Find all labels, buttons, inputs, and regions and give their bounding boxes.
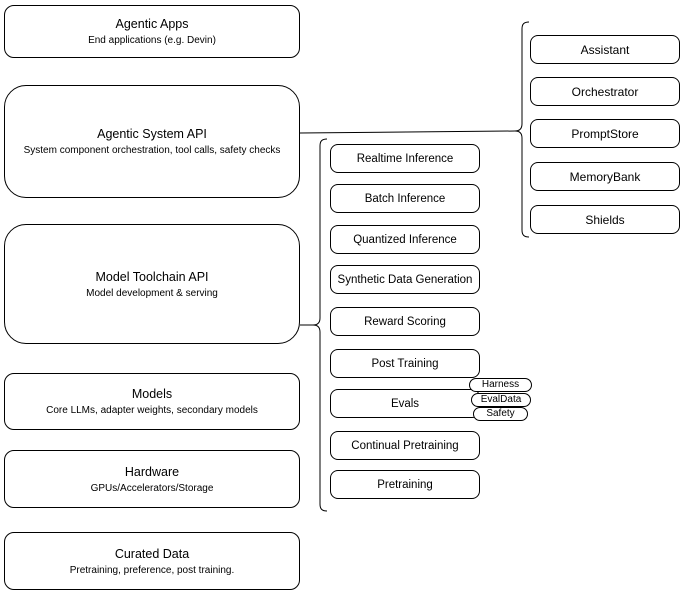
toolchain-group-brace xyxy=(312,138,328,512)
box-agentic-apps-title: Agentic Apps xyxy=(115,17,189,31)
box-model-toolchain-api: Model Toolchain API Model development & … xyxy=(4,224,300,344)
box-model-toolchain-api-title: Model Toolchain API xyxy=(95,269,209,284)
system-group-brace xyxy=(514,21,530,238)
box-continual-pretraining: Continual Pretraining xyxy=(330,431,480,460)
pill-evaldata: EvalData xyxy=(471,393,531,407)
box-memorybank: MemoryBank xyxy=(530,162,680,191)
box-curated-data-title: Curated Data xyxy=(114,546,190,561)
box-assistant-label: Assistant xyxy=(580,42,630,57)
box-evals: Evals xyxy=(330,389,480,418)
box-post-training-label: Post Training xyxy=(371,357,439,370)
box-post-training: Post Training xyxy=(330,349,480,378)
box-batch-inference: Batch Inference xyxy=(330,184,480,213)
box-agentic-apps-subtitle: End applications (e.g. Devin) xyxy=(88,35,216,46)
box-shields: Shields xyxy=(530,205,680,234)
box-quantized-inference-label: Quantized Inference xyxy=(353,233,457,246)
box-batch-inference-label: Batch Inference xyxy=(364,192,446,205)
box-quantized-inference: Quantized Inference xyxy=(330,225,480,254)
box-promptstore-label: PromptStore xyxy=(571,126,639,141)
box-memorybank-label: MemoryBank xyxy=(569,169,641,184)
box-hardware-subtitle: GPUs/Accelerators/Storage xyxy=(90,482,214,494)
box-assistant: Assistant xyxy=(530,35,680,64)
pill-safety-label: Safety xyxy=(486,408,515,419)
box-model-toolchain-api-subtitle: Model development & serving xyxy=(86,287,218,299)
pill-evaldata-label: EvalData xyxy=(480,394,522,405)
box-models-title: Models xyxy=(131,387,173,401)
box-reward-scoring: Reward Scoring xyxy=(330,307,480,336)
box-realtime-inference-label: Realtime Inference xyxy=(356,152,454,165)
box-continual-pretraining-label: Continual Pretraining xyxy=(351,439,459,452)
box-pretraining-label: Pretraining xyxy=(377,478,433,491)
box-agentic-apps: Agentic Apps End applications (e.g. Devi… xyxy=(4,5,300,58)
pill-safety: Safety xyxy=(473,407,528,421)
box-hardware-title: Hardware xyxy=(124,464,180,479)
box-pretraining: Pretraining xyxy=(330,470,480,499)
box-promptstore: PromptStore xyxy=(530,119,680,148)
pill-harness-label: Harness xyxy=(481,379,520,390)
system-api-connector-line xyxy=(299,130,516,134)
box-realtime-inference: Realtime Inference xyxy=(330,144,480,173)
box-agentic-system-api: Agentic System API System component orch… xyxy=(4,85,300,198)
box-curated-data: Curated Data Pretraining, preference, po… xyxy=(4,532,300,590)
box-agentic-system-api-subtitle: System component orchestration, tool cal… xyxy=(23,145,281,156)
box-hardware: Hardware GPUs/Accelerators/Storage xyxy=(4,450,300,508)
box-models: Models Core LLMs, adapter weights, secon… xyxy=(4,373,300,430)
box-models-subtitle: Core LLMs, adapter weights, secondary mo… xyxy=(46,405,258,416)
box-orchestrator: Orchestrator xyxy=(530,77,680,106)
box-synthetic-data-generation: Synthetic Data Generation xyxy=(330,265,480,294)
box-orchestrator-label: Orchestrator xyxy=(571,84,639,99)
box-curated-data-subtitle: Pretraining, preference, post training. xyxy=(69,564,235,576)
box-synthetic-data-generation-label: Synthetic Data Generation xyxy=(337,273,473,286)
pill-harness: Harness xyxy=(469,378,532,392)
box-reward-scoring-label: Reward Scoring xyxy=(364,315,446,328)
box-shields-label: Shields xyxy=(585,212,625,227)
box-evals-label: Evals xyxy=(390,397,420,410)
box-agentic-system-api-title: Agentic System API xyxy=(97,127,207,141)
